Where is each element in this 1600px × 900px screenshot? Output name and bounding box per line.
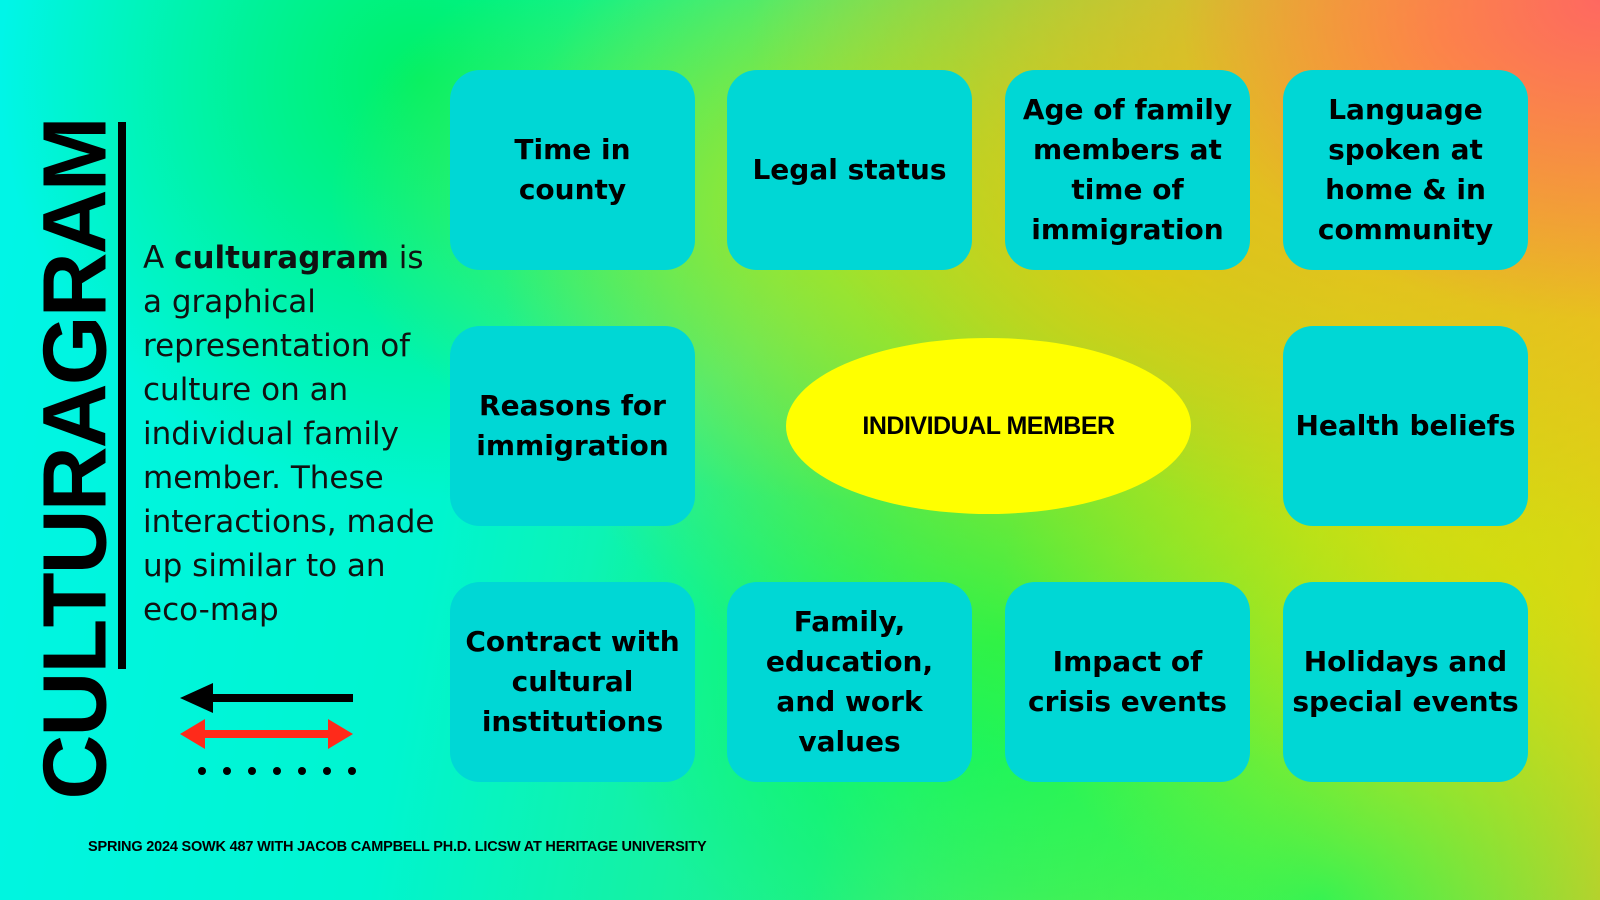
factor-label: Age of family members at time of immigra… — [1022, 93, 1233, 246]
factor-label: Holidays and special events — [1292, 645, 1519, 718]
factor-label: Impact of crisis events — [1028, 645, 1227, 718]
factor-box-crisis-events: Impact of crisis events — [1005, 582, 1250, 782]
factor-box-health-beliefs: Health beliefs — [1283, 326, 1528, 526]
factor-box-legal-status: Legal status — [727, 70, 972, 270]
factor-box-reasons-for-immigration: Reasons for immigration — [450, 326, 695, 526]
description-suffix: is a graphical representation of culture… — [143, 240, 435, 628]
factor-label: Health beliefs — [1295, 409, 1516, 442]
factor-box-time-in-county: Time in county — [450, 70, 695, 270]
description-term: culturagram — [174, 240, 389, 276]
one-way-arrow-icon — [180, 683, 353, 713]
description: A culturagram is a graphical representat… — [143, 236, 443, 632]
title-text: CULTURAGRAM — [26, 118, 126, 800]
center-label: INDIVIDUAL MEMBER — [862, 411, 1115, 440]
factor-label: Legal status — [752, 153, 947, 186]
factor-label: Family, education, and work values — [765, 605, 934, 758]
slide-footer: SPRING 2024 SOWK 487 WITH JACOB CAMPBELL… — [88, 839, 707, 855]
relationship-legend — [180, 680, 360, 790]
center-individual-member: INDIVIDUAL MEMBER — [786, 338, 1191, 514]
factor-label: Time in county — [514, 133, 631, 206]
factor-label: Language spoken at home & in community — [1317, 93, 1494, 246]
factor-box-holidays: Holidays and special events — [1283, 582, 1528, 782]
two-way-arrow-icon — [180, 719, 353, 749]
description-prefix: A — [143, 240, 175, 276]
factor-box-values: Family, education, and work values — [727, 582, 972, 782]
factor-label: Reasons for immigration — [476, 389, 669, 462]
slide-title: CULTURAGRAM — [26, 118, 126, 799]
factor-box-cultural-institutions: Contract with cultural institutions — [450, 582, 695, 782]
factor-box-age-at-immigration: Age of family members at time of immigra… — [1005, 70, 1250, 270]
factor-label: Contract with cultural institutions — [465, 625, 680, 738]
factor-box-language: Language spoken at home & in community — [1283, 70, 1528, 270]
title-divider — [118, 122, 126, 669]
dotted-line-icon — [198, 767, 356, 775]
